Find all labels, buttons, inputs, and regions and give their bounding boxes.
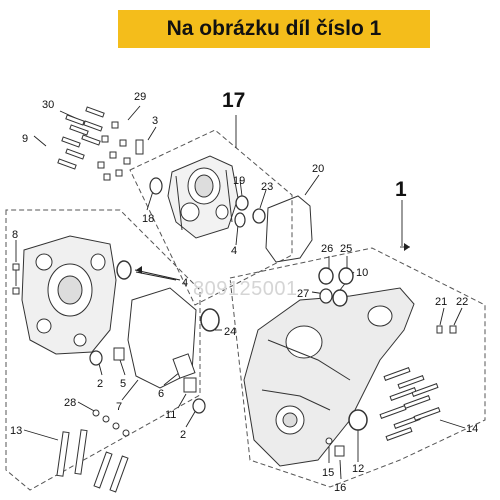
bearing-part-4-upper (234, 212, 246, 228)
callout-3: 3 (152, 115, 158, 127)
callout-2-mid: 2 (180, 429, 186, 441)
callout-4-upper: 4 (231, 245, 237, 257)
callout-8: 8 (12, 229, 18, 241)
callout-16: 16 (334, 482, 346, 494)
callout-24: 24 (224, 326, 236, 338)
callout-10: 10 (356, 267, 368, 279)
rings-part-28 (92, 409, 130, 437)
callout-7: 7 (116, 401, 122, 413)
pin-part-22 (449, 325, 457, 334)
sleeve-part-11 (183, 377, 197, 393)
callout-12: 12 (352, 463, 364, 475)
bearing-part-27 (319, 288, 333, 304)
bearing-part-25 (338, 267, 354, 285)
seal-part-4-left (116, 260, 132, 280)
long-bolts-part-13 (56, 429, 129, 493)
seal-part-18 (149, 177, 163, 195)
callout-30: 30 (42, 99, 54, 111)
gasket-part-7 (127, 287, 197, 389)
group-outline-right (229, 247, 486, 488)
sleeve-part-6 (172, 353, 196, 379)
banner-text: Na obrázku díl číslo 1 (166, 17, 382, 40)
callout-26: 26 (321, 243, 333, 255)
callout-18: 18 (142, 213, 154, 225)
bearing-part-23 (252, 208, 266, 224)
callout-25: 25 (340, 243, 352, 255)
ring-part-15 (325, 437, 333, 445)
callout-2-left: 2 (97, 378, 103, 390)
watermark-text: 809125001 (193, 278, 298, 300)
callout-22: 22 (456, 296, 468, 308)
bearing-part-2-mid (192, 398, 206, 414)
seal-part-12 (348, 409, 368, 431)
callout-23: 23 (261, 181, 273, 193)
bearing-part-26 (318, 267, 334, 285)
dowel-pins-part (97, 121, 131, 181)
crankcase-right-part (243, 287, 415, 467)
bolt-set-part-14 (379, 367, 441, 441)
callout-13: 13 (10, 425, 22, 437)
callout-27: 27 (297, 288, 309, 300)
group-outline-left (5, 209, 201, 491)
seal-part-24 (200, 308, 220, 332)
seal-part-19 (235, 195, 249, 211)
pin-part-8b (12, 287, 20, 295)
bolt-set-part (57, 106, 105, 170)
callout-5: 5 (120, 378, 126, 390)
title-banner: Na obrázku díl číslo 1 (118, 10, 430, 48)
pin-part-21 (436, 325, 443, 334)
plug-part-16 (334, 445, 345, 457)
callout-9: 9 (22, 133, 28, 145)
callout-28: 28 (64, 397, 76, 409)
pin-part-8a (12, 263, 20, 271)
bearing-part-2-left (89, 350, 103, 366)
callout-11: 11 (165, 409, 176, 421)
seal-part-10 (332, 289, 348, 307)
crankcase-left-part (21, 235, 117, 355)
callout-17: 17 (222, 89, 245, 112)
callout-14: 14 (466, 423, 478, 435)
callout-6: 6 (158, 388, 164, 400)
gasket-part-20 (265, 195, 313, 263)
group-outline-cover (129, 129, 293, 306)
cover-part (167, 155, 239, 239)
fitting-part-5 (113, 347, 125, 361)
callout-20: 20 (312, 163, 324, 175)
callout-19: 19 (233, 175, 245, 187)
callout-labels: 30 29 3 9 17 20 19 23 18 4 1 8 4 26 25 1… (10, 89, 478, 494)
callout-29: 29 (134, 91, 146, 103)
callout-15: 15 (322, 467, 334, 479)
arrows (136, 243, 410, 274)
callout-1: 1 (395, 178, 407, 201)
sleeve-part-3 (135, 139, 144, 155)
group-outlines (5, 129, 486, 491)
callout-4-left: 4 (182, 277, 188, 289)
callout-21: 21 (435, 296, 447, 308)
leader-lines (15, 105, 466, 480)
